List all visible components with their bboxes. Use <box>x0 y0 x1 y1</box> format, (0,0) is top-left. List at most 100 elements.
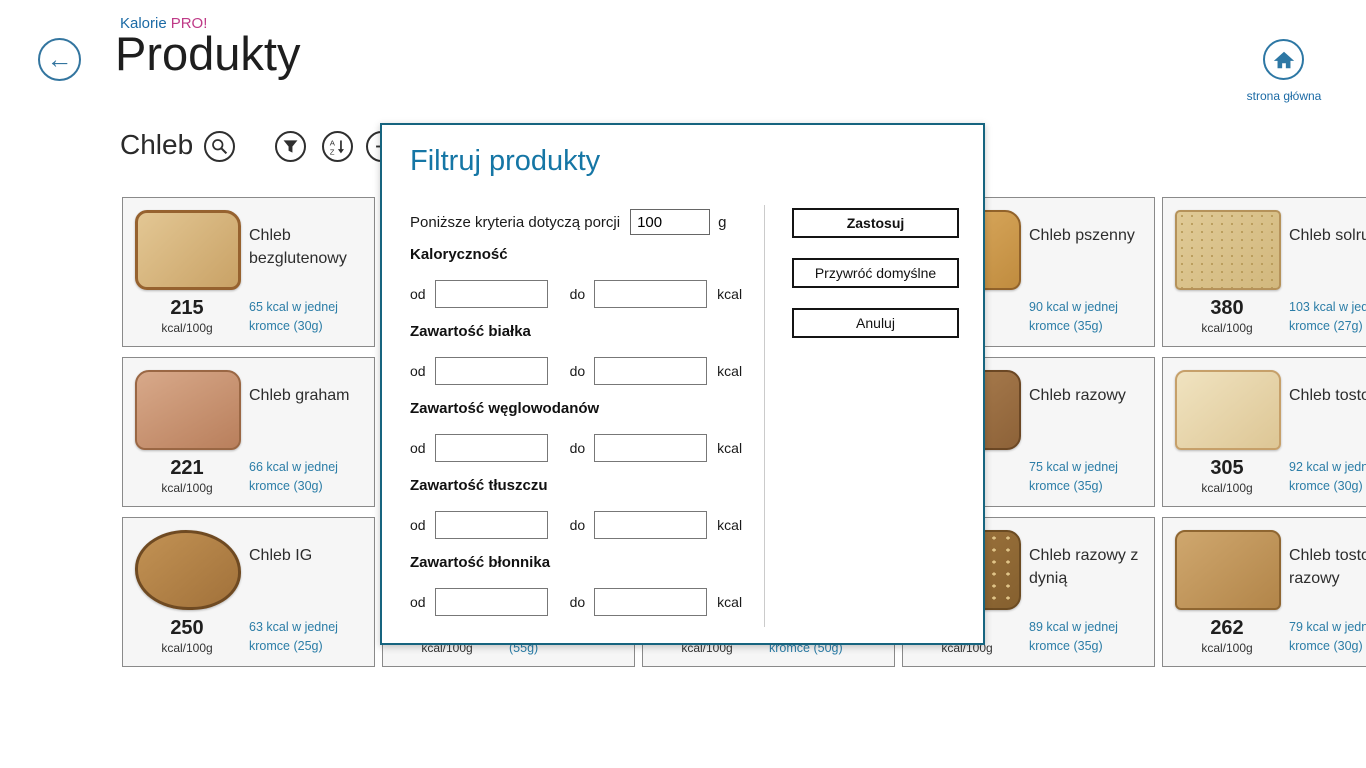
product-kcal: 221 <box>170 457 204 479</box>
filter-button[interactable] <box>275 131 306 162</box>
home-icon <box>1273 51 1294 68</box>
fiber-to-input[interactable] <box>594 588 708 616</box>
carbs-from-input[interactable] <box>434 434 548 462</box>
from-label: od <box>410 363 426 379</box>
product-card[interactable]: Chleb IG 250 kcal/100g 63 kcal w jednej … <box>122 517 375 667</box>
bread-photo <box>1175 530 1281 610</box>
calories-from-input[interactable] <box>434 280 548 308</box>
product-name: Chleb IG <box>249 547 313 564</box>
product-kcal-unit: kcal/100g <box>161 641 213 655</box>
filter-dialog: Filtruj produkty Poniższe kryteria dotyc… <box>380 123 985 645</box>
to-label: do <box>569 594 586 610</box>
product-kcal-unit: kcal/100g <box>161 481 213 495</box>
product-slice-info: 65 kcal w jednej kromce (30g) <box>249 300 338 334</box>
portion-unit: g <box>718 213 727 231</box>
to-label: do <box>569 286 586 302</box>
unit-label: kcal <box>717 440 743 456</box>
product-kcal: 380 <box>1210 297 1244 319</box>
portion-label: Poniższe kryteria dotyczą porcji <box>410 213 621 231</box>
unit-label: kcal <box>717 517 743 533</box>
back-button[interactable]: ← <box>38 38 81 81</box>
search-query-text: Chleb <box>120 129 194 160</box>
unit-label: kcal <box>717 363 743 379</box>
product-kcal-unit: kcal/100g <box>1201 641 1253 655</box>
fat-to-input[interactable] <box>594 511 708 539</box>
product-slice-info: 92 kcal w jednej kromce (30g) <box>1289 460 1366 494</box>
product-kcal: 215 <box>170 297 204 319</box>
bread-photo <box>1175 210 1281 290</box>
product-kcal: 262 <box>1210 617 1244 639</box>
dialog-title: Filtruj produkty <box>410 145 601 177</box>
from-label: od <box>410 517 426 533</box>
product-slice-info: 63 kcal w jednej kromce (25g) <box>249 620 338 654</box>
from-label: od <box>410 286 426 302</box>
search-button[interactable] <box>204 131 235 162</box>
sort-button[interactable]: A Z <box>322 131 353 162</box>
section-label: Zawartość węglowodanów <box>410 400 600 417</box>
protein-to-input[interactable] <box>594 357 708 385</box>
product-name: Chleb graham <box>249 387 350 404</box>
filter-section-fiber: Zawartość błonnika od do kcal <box>410 554 742 616</box>
sort-az-icon: A Z <box>330 139 344 156</box>
product-name: Chleb bezglutenowy <box>249 227 347 268</box>
fat-from-input[interactable] <box>434 511 548 539</box>
protein-from-input[interactable] <box>434 357 548 385</box>
section-label: Zawartość białka <box>410 323 531 340</box>
home-button-label: strona główna <box>1246 89 1322 103</box>
portion-row: Poniższe kryteria dotyczą porcji g <box>410 209 726 235</box>
product-slice-info: 103 kcal w jednej kromce (27g) <box>1289 300 1366 334</box>
svg-text:Z: Z <box>330 147 335 156</box>
brand-name: Kalorie <box>120 15 167 32</box>
to-label: do <box>569 517 586 533</box>
product-kcal-unit: kcal/100g <box>1201 481 1253 495</box>
product-card[interactable]: Chleb bezglutenowy 215 kcal/100g 65 kcal… <box>122 197 375 347</box>
carbs-to-input[interactable] <box>594 434 708 462</box>
section-label: Zawartość tłuszczu <box>410 477 548 494</box>
unit-label: kcal <box>717 286 743 302</box>
dialog-divider <box>764 205 765 627</box>
page-title: Produkty <box>115 27 301 80</box>
bread-photo <box>135 210 241 290</box>
bread-photo <box>135 530 241 610</box>
product-kcal-unit: kcal/100g <box>1201 321 1253 335</box>
product-card[interactable]: Chleb solrut 380 kcal/100g 103 kcal w je… <box>1162 197 1366 347</box>
product-card[interactable]: Chleb tostow razowy 262 kcal/100g 79 kca… <box>1162 517 1366 667</box>
product-name: Chleb razowy z dynią <box>1029 547 1139 588</box>
product-slice-info: 89 kcal w jednej kromce (35g) <box>1029 620 1118 654</box>
product-name: Chleb solrut <box>1289 227 1366 244</box>
apply-button[interactable]: Zastosuj <box>792 208 959 238</box>
product-card[interactable]: Chleb graham 221 kcal/100g 66 kcal w jed… <box>122 357 375 507</box>
product-name: Chleb pszenny <box>1029 227 1135 244</box>
product-slice-info: 66 kcal w jednej kromce (30g) <box>249 460 338 494</box>
filter-section-fat: Zawartość tłuszczu od do kcal <box>410 477 742 539</box>
product-kcal: 305 <box>1210 457 1244 479</box>
product-kcal: 250 <box>170 617 204 639</box>
section-label: Zawartość błonnika <box>410 554 551 571</box>
product-name: Chleb razowy <box>1029 387 1126 404</box>
to-label: do <box>569 363 586 379</box>
home-button[interactable] <box>1263 39 1304 80</box>
calories-to-input[interactable] <box>594 280 708 308</box>
product-slice-info: 90 kcal w jednej kromce (35g) <box>1029 300 1118 334</box>
svg-text:A: A <box>330 139 336 148</box>
product-kcal-unit: kcal/100g <box>161 321 213 335</box>
section-label: Kaloryczność <box>410 246 508 263</box>
product-name: Chleb tostow razowy <box>1289 547 1366 588</box>
product-name: Chleb tostow <box>1289 387 1366 404</box>
fiber-from-input[interactable] <box>434 588 548 616</box>
to-label: do <box>569 440 586 456</box>
filter-funnel-icon <box>283 140 298 153</box>
cancel-button[interactable]: Anuluj <box>792 308 959 338</box>
product-card[interactable]: Chleb tostow 305 kcal/100g 92 kcal w jed… <box>1162 357 1366 507</box>
bread-photo <box>135 370 241 450</box>
restore-defaults-button[interactable]: Przywróć domyślne <box>792 258 959 288</box>
filter-section-calories: Kaloryczność od do kcal <box>410 246 742 308</box>
filter-section-carbs: Zawartość węglowodanów od do kcal <box>410 400 742 462</box>
unit-label: kcal <box>717 594 743 610</box>
product-slice-info: 79 kcal w jednej kromce (30g) <box>1289 620 1366 654</box>
filter-section-protein: Zawartość białka od do kcal <box>410 323 742 385</box>
portion-input[interactable] <box>630 209 711 235</box>
search-icon <box>212 139 228 155</box>
